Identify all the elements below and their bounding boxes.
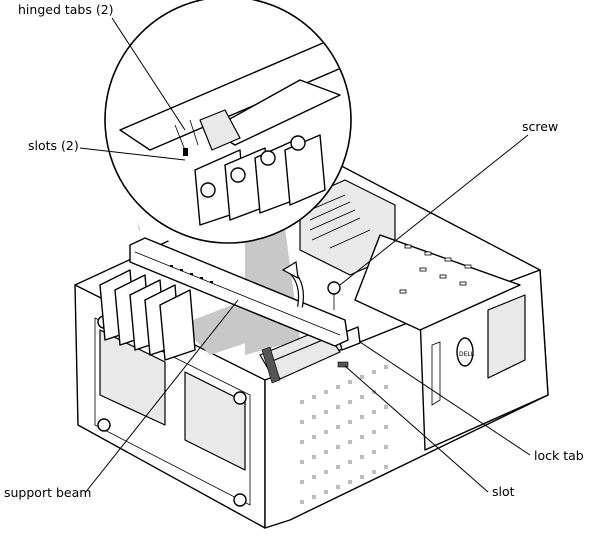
label-screw: screw bbox=[522, 119, 558, 134]
leader-slot bbox=[344, 365, 489, 493]
label-slots: slots (2) bbox=[28, 138, 79, 153]
leader-hinged-tabs bbox=[111, 17, 186, 131]
mounting-hole bbox=[233, 391, 247, 405]
support-beam-body bbox=[129, 237, 349, 347]
slot-marker bbox=[183, 148, 188, 156]
leader-lines bbox=[79, 17, 531, 494]
back-panel-opening bbox=[99, 329, 166, 426]
magnified-view bbox=[104, 0, 352, 252]
label-slot: slot bbox=[492, 484, 515, 499]
mounting-hole bbox=[233, 493, 247, 507]
support-beam bbox=[129, 237, 349, 347]
pivot-arrowhead bbox=[281, 261, 299, 280]
leader-support-beam bbox=[84, 299, 239, 494]
leader-slots bbox=[79, 147, 186, 161]
label-hinged-tabs: hinged tabs (2) bbox=[18, 2, 114, 17]
mounting-hole bbox=[97, 418, 111, 432]
lock-tab bbox=[337, 326, 361, 351]
slot bbox=[337, 361, 349, 368]
hinged-tab bbox=[199, 109, 241, 151]
dell-badge bbox=[456, 337, 474, 367]
drive-cage bbox=[354, 234, 521, 331]
side-vents bbox=[300, 365, 388, 504]
drive-bay bbox=[487, 294, 526, 379]
leader-lock-tab bbox=[359, 341, 531, 456]
label-support-beam: support beam bbox=[4, 485, 91, 500]
leader-screw bbox=[339, 134, 529, 286]
dell-badge-text: DELL bbox=[459, 351, 475, 358]
back-panel-opening bbox=[184, 371, 246, 471]
expansion-cards bbox=[99, 269, 196, 361]
screw bbox=[327, 281, 341, 295]
label-lock-tab: lock tab bbox=[534, 448, 584, 463]
memory-modules bbox=[259, 329, 341, 384]
